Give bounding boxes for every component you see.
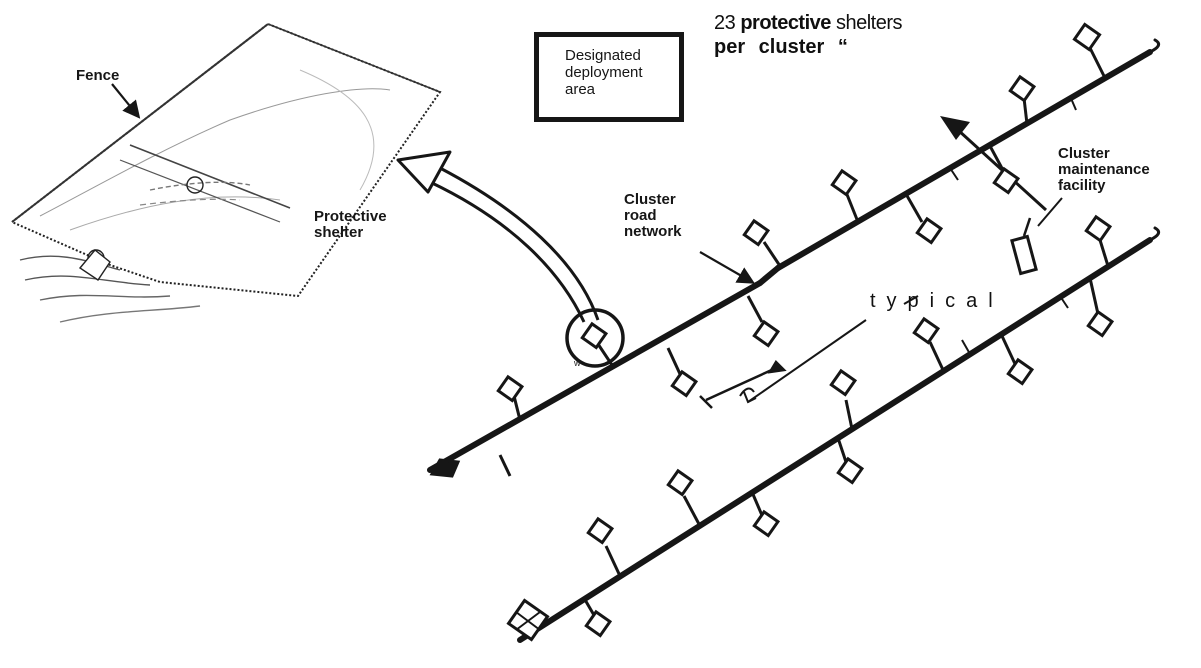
title-per-cluster: per cluster “ bbox=[714, 36, 848, 58]
typical-label: typical bbox=[870, 290, 1004, 312]
legend-label: Designated deployment area bbox=[565, 47, 643, 98]
shelter-sites bbox=[429, 22, 1115, 638]
protective-shelter-label: Protective shelter bbox=[314, 208, 387, 241]
cluster-maintenance-facility-label: Cluster maintenance facility bbox=[1058, 145, 1150, 194]
small-mark-label: w bbox=[574, 358, 581, 368]
maintenance-facility-icon bbox=[506, 217, 1038, 642]
cluster-road-network-label: Cluster road network bbox=[624, 191, 682, 240]
road-network bbox=[427, 38, 1161, 643]
curved-arrow-icon bbox=[396, 150, 600, 323]
typical-spacing-dimension bbox=[699, 295, 919, 409]
road-lower-cluster bbox=[517, 237, 1153, 643]
legend-box: Designated deployment area bbox=[534, 32, 684, 122]
shelter-perspective-illustration bbox=[10, 22, 442, 323]
shelter-site-icon bbox=[1072, 22, 1102, 52]
road-upper-cluster bbox=[775, 49, 1153, 271]
road-left-cluster bbox=[427, 280, 763, 473]
highlight-circle bbox=[565, 308, 625, 368]
title-shelters-per-cluster: 23 protective shelters bbox=[714, 12, 903, 34]
fence-label: Fence bbox=[76, 67, 120, 84]
